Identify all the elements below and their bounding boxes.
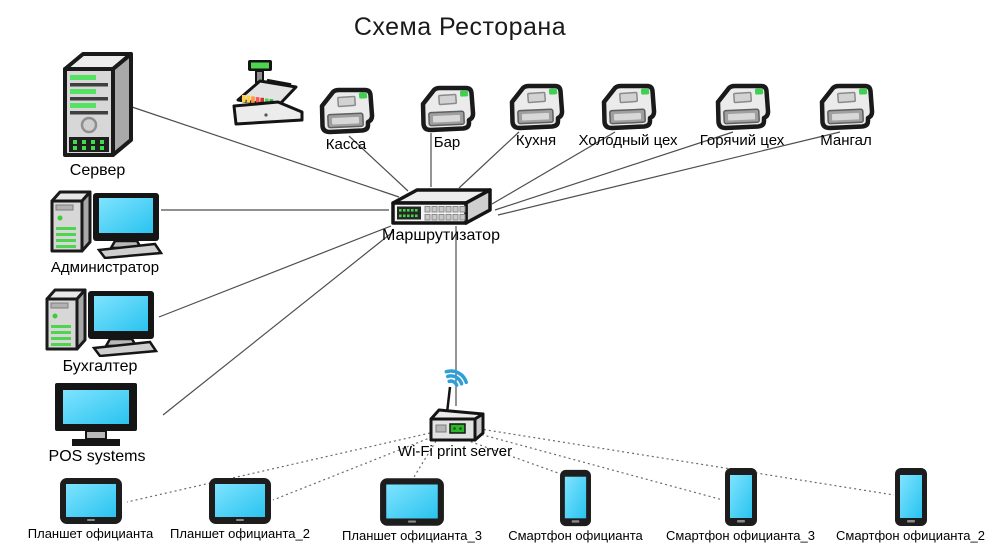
node-printer-grill[interactable]: Мангал <box>786 82 906 150</box>
edge-hot-router <box>494 131 734 211</box>
node-printer-hot[interactable]: Горячий цех <box>677 82 807 150</box>
smartphone-icon <box>558 468 593 528</box>
node-router[interactable]: Маршрутизатор <box>376 186 506 245</box>
printer-icon <box>316 86 376 136</box>
node-phone-3[interactable]: Смартфон официанта_3 <box>663 466 818 544</box>
node-printer-cold[interactable]: Холодный цех <box>563 82 693 150</box>
node-label: Планшет официанта <box>27 526 154 541</box>
node-label: Мангал <box>820 132 872 149</box>
edge-accountant-router <box>158 225 392 318</box>
edge-wifi-phone2 <box>473 427 895 496</box>
node-label: Смартфон официанта_2 <box>836 528 985 543</box>
edge-pos-router <box>162 230 395 416</box>
desktop-computer-icon <box>47 187 163 259</box>
node-label: Сервер <box>69 162 126 179</box>
node-label: Горячий цех <box>699 132 785 149</box>
printer-icon <box>712 82 772 132</box>
smartphone-icon <box>893 466 929 528</box>
edge-kassa-router <box>348 135 409 192</box>
node-tablet-3[interactable]: Планшет официанта_3 <box>342 476 482 544</box>
node-label: Холодный цех <box>578 132 678 149</box>
node-tablet-1[interactable]: Планшет официанта <box>28 476 153 542</box>
node-printer-bar[interactable]: Бар <box>397 84 497 152</box>
node-label: Маршрутизатор <box>382 227 500 244</box>
diagram-title: Схема Ресторана <box>353 13 567 41</box>
tablet-icon <box>207 476 273 526</box>
edge-wifi-phone3 <box>471 431 724 501</box>
node-label: Бар <box>433 134 461 151</box>
node-label: Кухня <box>515 132 557 149</box>
tablet-icon <box>378 476 446 528</box>
node-label: Администратор <box>50 259 160 276</box>
node-label: Wi-Fi print server <box>397 443 513 460</box>
node-phone-1[interactable]: Смартфон официанта <box>508 468 643 544</box>
edge-wifi-tablet2 <box>272 436 433 501</box>
node-admin[interactable]: Администратор <box>40 187 170 277</box>
node-label: Планшет официанта_3 <box>342 528 482 543</box>
printer-icon <box>417 84 477 134</box>
tablet-icon <box>58 476 124 526</box>
node-accountant[interactable]: Бухгалтер <box>40 285 160 376</box>
node-label: Бухгалтер <box>62 358 138 375</box>
node-tablet-2[interactable]: Планшет официанта_2 <box>170 476 310 542</box>
edge-wifi-tablet1 <box>126 432 431 503</box>
node-label: Смартфон официанта_3 <box>666 528 815 543</box>
desktop-computer-icon <box>42 285 158 357</box>
edge-wifi-tablet3 <box>413 440 437 478</box>
edge-wifi-phone1 <box>465 439 559 474</box>
network-switch-icon <box>389 186 493 226</box>
node-phone-2[interactable]: Смартфон официанта_2 <box>833 466 988 544</box>
wifi-access-point-icon <box>423 365 487 443</box>
smartphone-icon <box>723 466 759 528</box>
node-printer-kitchen[interactable]: Кухня <box>486 82 586 150</box>
printer-icon <box>598 82 658 132</box>
monitor-icon <box>52 381 142 447</box>
node-wifi-print-server[interactable]: Wi-Fi print server <box>395 365 515 461</box>
printer-icon <box>816 82 876 132</box>
edge-kitchen-router <box>458 131 520 189</box>
node-label: Планшет официанта_2 <box>170 526 310 541</box>
node-label: Смартфон официанта <box>508 528 643 543</box>
printer-icon <box>506 82 566 132</box>
node-label: POS systems <box>48 448 146 465</box>
node-server[interactable]: Сервер <box>35 47 160 180</box>
node-label: Касса <box>325 136 367 153</box>
node-printer-kassa[interactable]: Касса <box>296 86 396 154</box>
edge-grill-router <box>497 131 841 216</box>
tower-server-icon <box>58 47 138 161</box>
node-pos[interactable]: POS systems <box>46 381 148 466</box>
edge-cold-router <box>491 131 616 205</box>
edge-server-router <box>131 106 400 198</box>
